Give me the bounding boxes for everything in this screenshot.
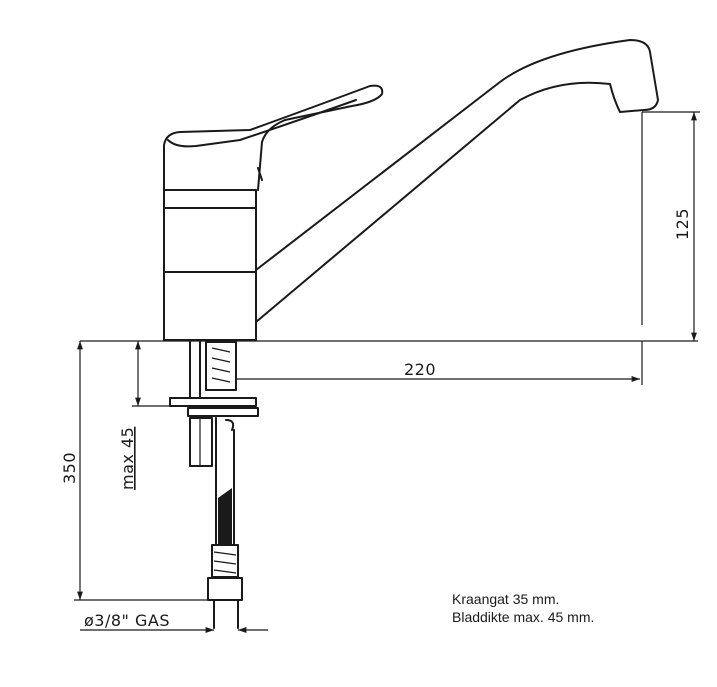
- threaded-rod: [189, 417, 213, 467]
- dimension-deck-thickness: max 45: [118, 341, 170, 490]
- faucet-body: [163, 189, 257, 341]
- dim-spout-reach-label: 220: [404, 360, 436, 379]
- hose-dark-section: [218, 488, 232, 545]
- mounting-assembly: [169, 341, 259, 467]
- mounting-plate: [169, 397, 257, 407]
- dim-spout-height-label: 125: [673, 208, 692, 240]
- supply-hose: [207, 417, 243, 629]
- dim-thread-label: ø3/8" GAS: [84, 611, 170, 630]
- dim-hose-length-label: 350: [60, 452, 79, 484]
- dimension-spout-reach: 220: [236, 341, 643, 385]
- dim-deck-thickness-label: max 45: [118, 427, 137, 490]
- lever-handle: [163, 84, 384, 191]
- installation-notes: Kraangat 35 mm. Bladdikte max. 45 mm.: [452, 590, 594, 626]
- dimension-thread: ø3/8" GAS: [80, 611, 268, 633]
- note-tap-hole: Kraangat 35 mm.: [452, 591, 560, 607]
- dimension-spout-height: 125: [641, 111, 700, 341]
- note-deck-thickness: Bladdikte max. 45 mm.: [452, 609, 595, 625]
- spout: [255, 39, 659, 323]
- faucet-base: [163, 189, 257, 341]
- dimension-hose-length: 350: [60, 341, 208, 601]
